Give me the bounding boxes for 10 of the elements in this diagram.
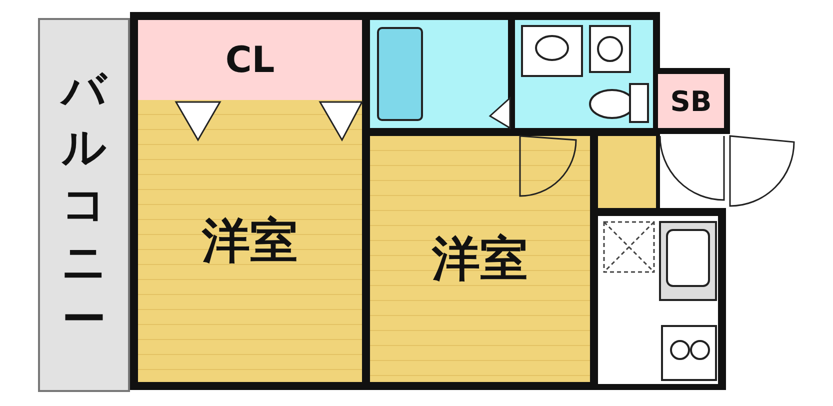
room-label: バルコニー <box>60 64 108 347</box>
room-label: CL <box>225 40 275 80</box>
bedroom-floor <box>138 100 362 382</box>
shoe-box <box>658 74 724 128</box>
room-label: SB <box>670 84 712 118</box>
bedroom-floor <box>370 136 590 382</box>
room-label: 洋室 <box>202 212 298 271</box>
closet <box>138 20 362 100</box>
balcony <box>38 18 130 392</box>
room-label: 洋室 <box>432 230 528 289</box>
